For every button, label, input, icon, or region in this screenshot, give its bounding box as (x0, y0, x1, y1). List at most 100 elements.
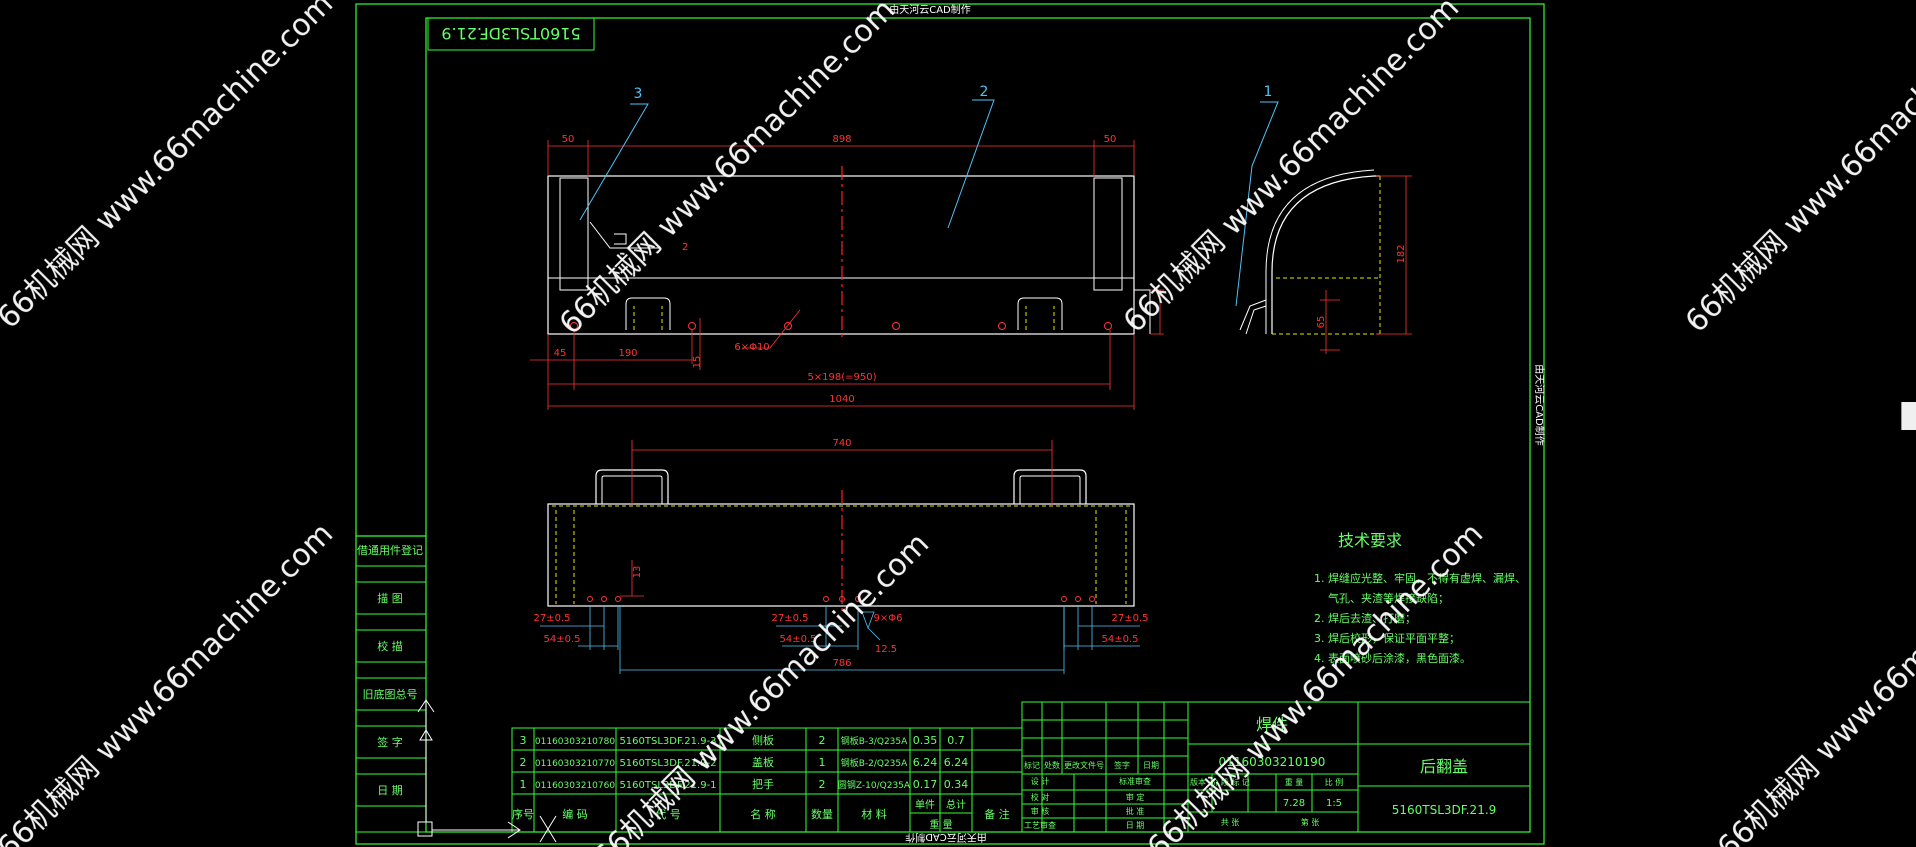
part-code: 01160303210190 (1219, 755, 1326, 769)
bom-header: 重 量 (929, 818, 952, 831)
bom-cell: 2 (819, 778, 826, 791)
strip-reg: 借通用件登记 (357, 543, 423, 557)
bom-cell: 01160303210770 (535, 759, 615, 769)
mirrored-code-text: 5160TSL3DF.21.9 (441, 24, 580, 43)
front-view (540, 440, 1140, 674)
balloon-2: 2 (980, 84, 989, 100)
balloon-1: 1 (1264, 84, 1273, 100)
top-frame-title: 由天河云CAD制作 (889, 3, 971, 16)
bom-table (511, 727, 1023, 833)
tb-label-stage: 阶 段 标 记 (1210, 777, 1250, 787)
bom-cell: 1 (819, 756, 826, 769)
dim-top-left-50: 50 (562, 134, 575, 145)
dim-top-15: 15 (692, 356, 703, 369)
vertical-scrollbar-thumb[interactable] (1901, 402, 1916, 430)
dim-front-786: 786 (832, 658, 851, 669)
bom-row-3: 3 01160303210780 5160TSL3DF.21.9-3 侧板 2 … (520, 733, 965, 747)
bottom-frame-title: 由天河云CAD制作 (905, 831, 987, 844)
tb-label-std: 标准审查 (1119, 776, 1151, 786)
ucs-icon (417, 699, 557, 843)
bom-header: 序号 (512, 807, 534, 821)
left-strip: 借通用件登记 描 图 校 描 旧底图总号 签 字 日 期 (355, 535, 427, 833)
tb-label-date: 日期 (1143, 761, 1159, 770)
bom-header: 总计 (946, 798, 966, 811)
strip-old-no: 旧底图总号 (363, 687, 418, 701)
bom-cell: 盖板 (752, 755, 774, 769)
title-block-text: 焊件 01160303210190 后翻盖 5160TSL3DF.21.9 7.… (1024, 715, 1496, 830)
title-block (1021, 701, 1531, 833)
dim-front-740: 740 (832, 438, 851, 449)
tb-label-sheet: 第 张 (1301, 817, 1320, 827)
top-view-dimensions (530, 140, 1164, 410)
dim-top-right-50: 50 (1104, 134, 1117, 145)
bom-cell: 1 (520, 778, 527, 791)
part-scale: 1:5 (1326, 798, 1342, 809)
bom-cell: 6.24 (944, 756, 969, 769)
strip-check: 校 描 (377, 639, 403, 653)
dim-front-weld: 12.5 (875, 644, 897, 655)
tb-label-ratio: 比 例 (1325, 777, 1344, 787)
bom-cell: 侧板 (752, 733, 774, 747)
bom-header-row: 序号 编 码 代 号 名 称 数量 材 料 单件 总计 重 量 备 注 (512, 798, 1010, 831)
dim-front-right-27: 27±0.5 (1111, 613, 1148, 624)
tech-requirements: 技术要求 1. 焊缝应光整、牢固，不得有虚焊、漏焊、 气孔、夹渣等焊接缺陷； 2… (1314, 531, 1526, 665)
bom-cell: 5160TSL3DF.21.9-1 (619, 780, 716, 791)
dim-top-898: 898 (832, 134, 851, 145)
tech-req-item-1: 1. 焊缝应光整、牢固，不得有虚焊、漏焊、 (1314, 571, 1526, 585)
tb-label-check: 校 对 (1031, 792, 1050, 802)
tech-req-item-4: 3. 焊后校形，保证平面平整； (1314, 631, 1460, 645)
strip-trace: 描 图 (377, 591, 403, 605)
side-frame-title: 由天河云CAD制作 (1533, 364, 1546, 446)
dim-front-right-54: 54±0.5 (1101, 634, 1138, 645)
dim-side-182: 182 (1396, 244, 1407, 263)
bom-cell: 把手 (752, 777, 774, 791)
bom-cell: 0.35 (913, 734, 938, 747)
dim-front-mid-54: 54±0.5 (779, 634, 816, 645)
side-view (1239, 169, 1412, 354)
bom-cell: 5160TSL3DF.21.9-3 (619, 736, 716, 747)
tb-label-wt: 重 量 (1285, 777, 1304, 787)
tech-req-item-3: 2. 焊后去渣、打磨； (1314, 611, 1416, 625)
tb-label-approve: 批 准 (1126, 806, 1145, 816)
bom-rows: 3 01160303210780 5160TSL3DF.21.9-3 侧板 2 … (512, 733, 1010, 831)
bom-row-1: 1 01160303210760 5160TSL3DF.21.9-1 把手 2 … (520, 777, 969, 791)
dim-top-1040: 1040 (829, 394, 854, 405)
dim-front-mid-27: 27±0.5 (771, 613, 808, 624)
bom-cell: 01160303210760 (535, 781, 615, 791)
bom-cell: 0.7 (947, 734, 965, 747)
bom-cell: 圆钢Z-10/Q235A (838, 779, 911, 791)
dim-front-holes: 9×Φ6 (874, 613, 903, 624)
dim-front-left-54: 54±0.5 (543, 634, 580, 645)
bom-header: 编 码 (562, 807, 588, 821)
strip-sign: 签 字 (377, 735, 403, 749)
strip-date: 日 期 (377, 784, 403, 797)
dim-top-45: 45 (554, 348, 567, 359)
tech-req-title: 技术要求 (1338, 531, 1402, 550)
bom-cell: 01160303210780 (535, 737, 615, 747)
tb-label-sheets: 共 张 (1221, 818, 1240, 827)
leader-lines (579, 99, 1279, 307)
part-type: 焊件 (1256, 715, 1288, 734)
tb-label-mark: 标记 (1024, 760, 1040, 770)
tech-req-item-2: 气孔、夹渣等焊接缺陷； (1328, 591, 1449, 605)
bom-header: 名 称 (750, 807, 776, 821)
bom-cell: 2 (520, 756, 527, 769)
weld-size-2: 2 (682, 242, 688, 253)
tb-label-design: 设 计 (1031, 776, 1050, 786)
bom-header: 单件 (915, 799, 935, 811)
bom-cell: 5160TSL3DF.21.9-2 (619, 758, 716, 769)
tb-label-audit: 审 定 (1126, 792, 1145, 802)
bom-cell: 钢板B-3/Q235A (841, 735, 908, 747)
tb-label-count: 处数 (1044, 760, 1060, 770)
bom-cell: 3 (520, 734, 527, 747)
tb-label-ver: 版本 (1190, 777, 1206, 787)
dim-front-13: 13 (632, 566, 643, 579)
dim-top-190: 190 (618, 348, 637, 359)
tb-label-date2: 日 期 (1126, 821, 1145, 830)
dim-front-left-27: 27±0.5 (533, 613, 570, 624)
tb-label-review: 审 核 (1031, 806, 1050, 816)
tb-label-process: 工艺审查 (1024, 820, 1056, 830)
bom-cell: 2 (819, 734, 826, 747)
balloon-3: 3 (634, 86, 643, 102)
